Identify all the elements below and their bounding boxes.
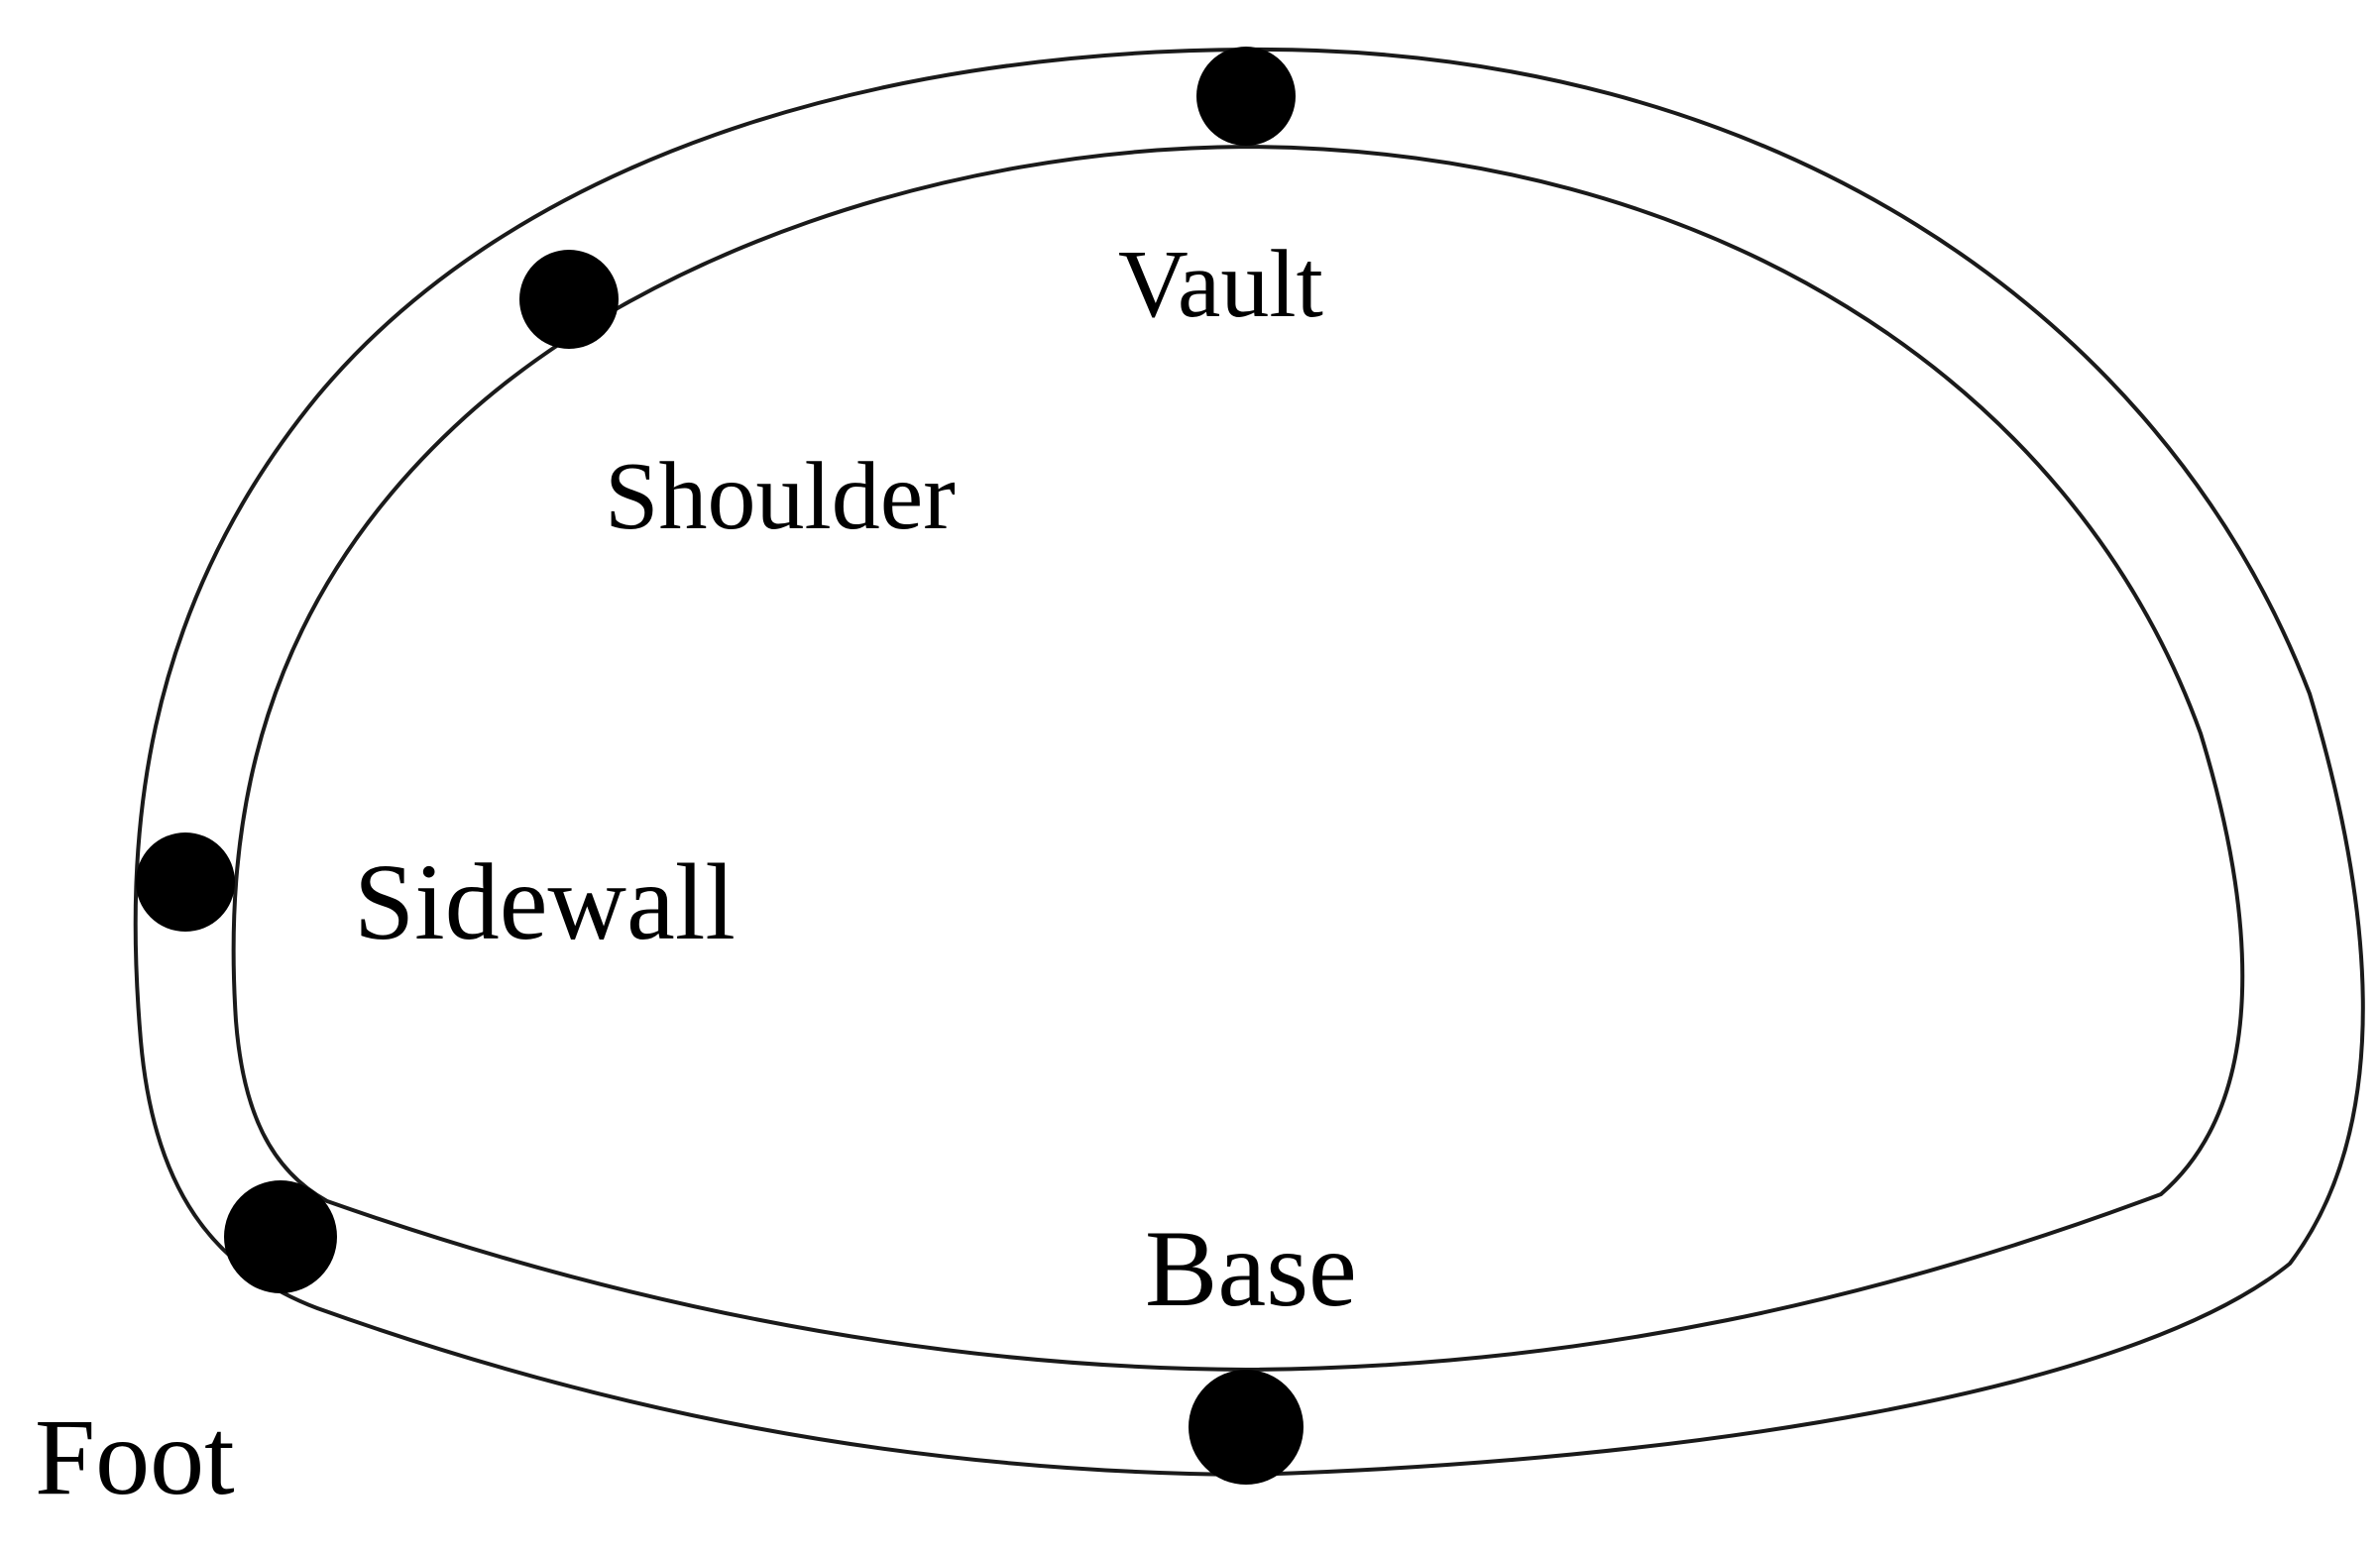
foot-monitoring-point [224, 1180, 337, 1293]
vault-label: Vault [1118, 231, 1323, 338]
outer-lining-outline [133, 47, 2365, 1478]
foot-label: Foot [35, 1396, 235, 1517]
vault-monitoring-point [1196, 47, 1296, 146]
sidewall-label: Sidewall [354, 841, 736, 962]
base-label: Base [1145, 1208, 1357, 1329]
sidewall-monitoring-point [136, 832, 235, 932]
base-monitoring-point [1189, 1370, 1303, 1485]
shoulder-monitoring-point [519, 250, 619, 349]
inner-lining-outline [231, 144, 2245, 1373]
shoulder-label: Shoulder [605, 443, 956, 550]
